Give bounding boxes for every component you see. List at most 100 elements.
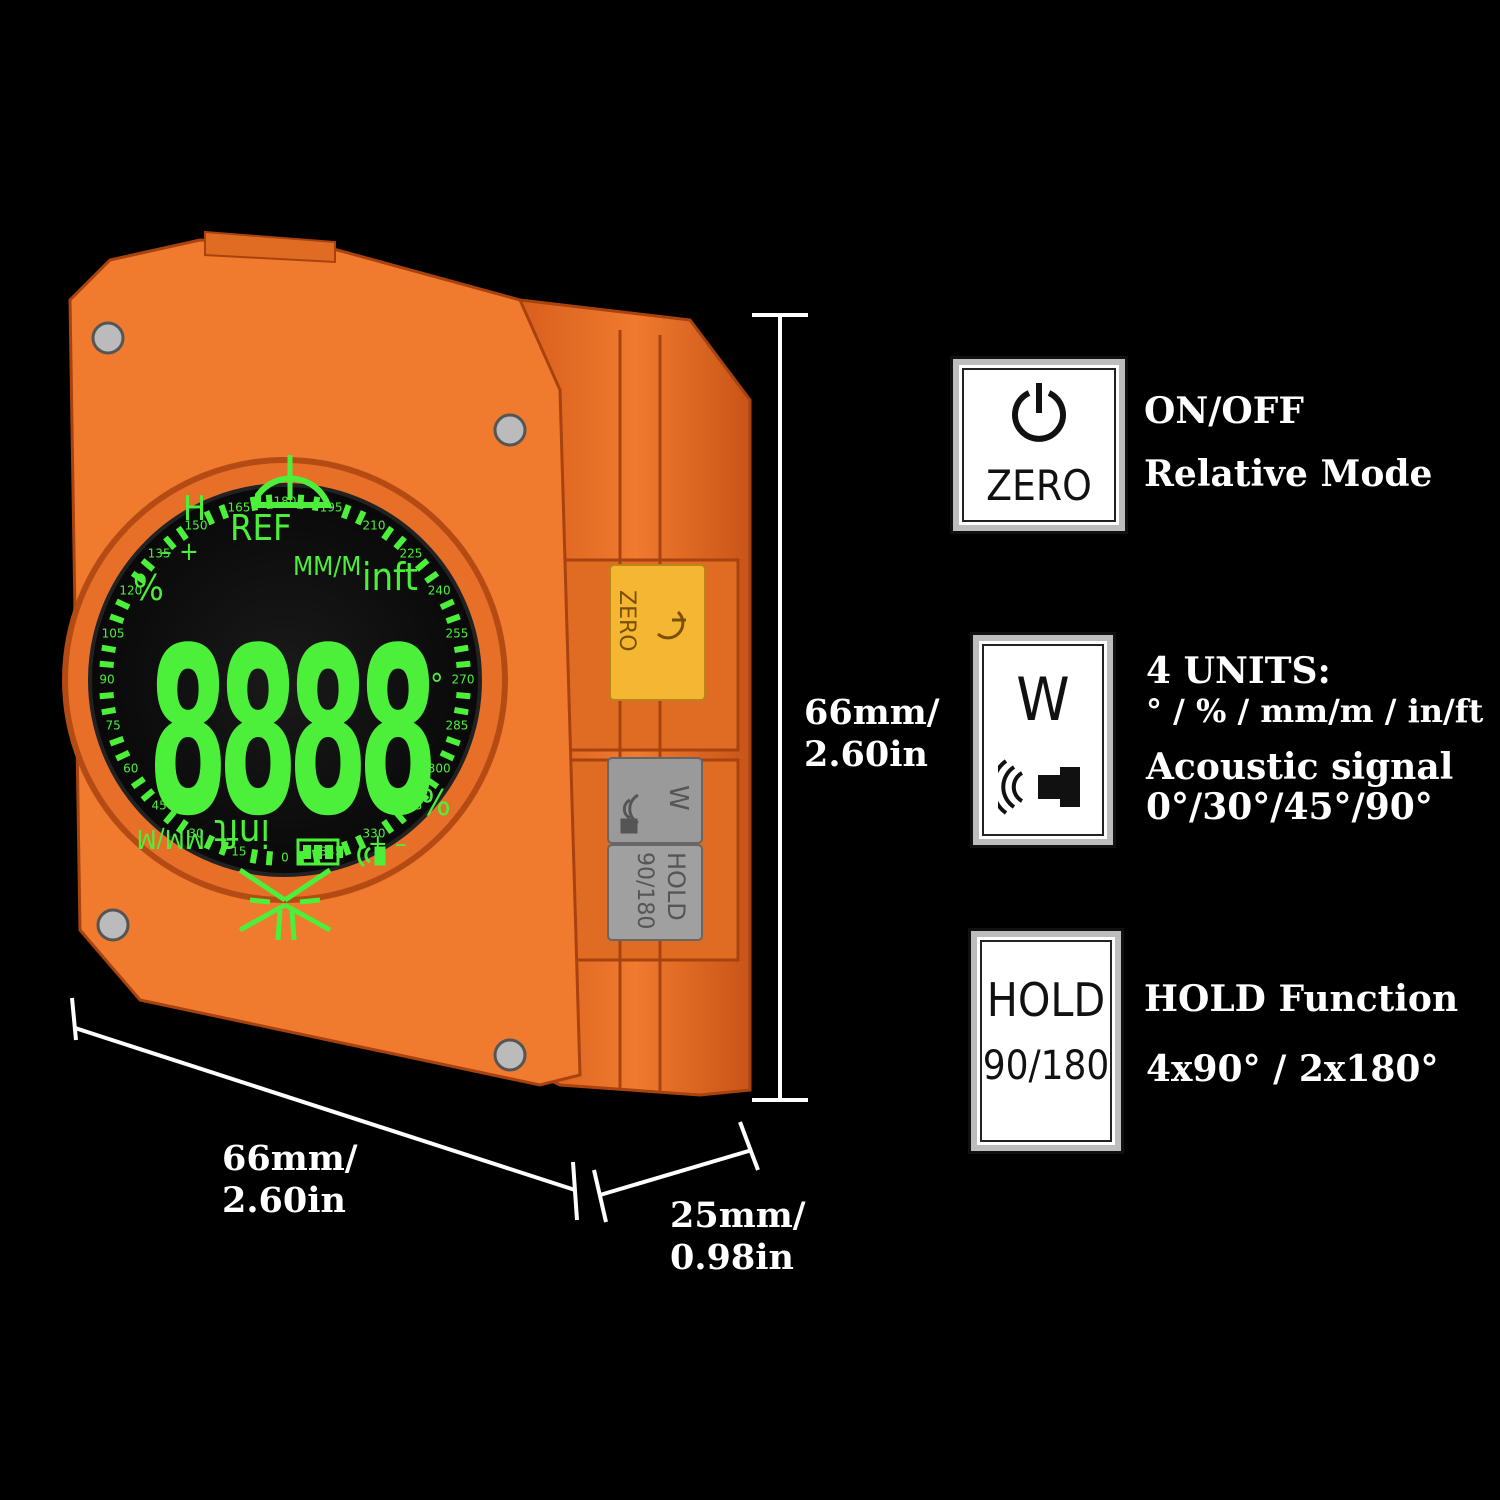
acoustic-icon (620, 793, 639, 834)
power-zero-icon: ZERO (950, 356, 1128, 534)
w-side-label: W (663, 785, 693, 811)
width-dimension-label: 66mm/ 2.60in (222, 1138, 358, 1222)
scale-label: 0 (281, 851, 289, 865)
lcd-label-inft-top: inft (362, 555, 418, 599)
scale-tick (340, 504, 352, 520)
scale-tick (249, 496, 259, 512)
lcd-percent-left: % (133, 568, 164, 609)
scale-label: 60 (123, 762, 138, 776)
feature-onoff-title: ON/OFF (1144, 390, 1304, 432)
scale-tick (439, 749, 455, 762)
hold-side-button[interactable]: HOLD 90/180 (607, 844, 703, 941)
scale-tick (175, 525, 189, 541)
scale-tick (453, 644, 469, 654)
lcd-percent-right: % (420, 783, 451, 824)
scale-tick (163, 535, 177, 551)
scale-tick (218, 504, 230, 520)
scale-tick (130, 776, 146, 790)
lcd-sign-bottom: + – (368, 829, 407, 859)
scale-label: 330 (363, 827, 386, 841)
dimension-lines (70, 313, 808, 1223)
scale-tick (101, 706, 117, 716)
feature-acoustic-title: Acoustic signal (1146, 746, 1454, 788)
hold-side-label: HOLD (662, 852, 690, 921)
device-front (62, 230, 582, 1087)
zero-side-button[interactable]: ZERO (609, 564, 706, 701)
feature-onoff-desc: Relative Mode (1144, 453, 1433, 495)
scale-tick (140, 558, 156, 572)
feature-acoustic-angles: 0°/30°/45°/90° (1146, 786, 1433, 828)
scale-label: 45 (151, 798, 166, 812)
scale-tick (249, 848, 259, 864)
scale-label: 210 (363, 518, 386, 532)
scale-label: 255 (445, 626, 468, 640)
power-zero-icon-text: ZERO (986, 461, 1092, 510)
scale-label: 315 (399, 798, 422, 812)
scale-tick (381, 819, 395, 835)
lcd-label-inft-bottom: inft (214, 811, 270, 855)
scale-tick (109, 735, 125, 747)
feature-hold-desc: 4x90° / 2x180° (1146, 1048, 1439, 1090)
lcd-label-ref: REF (230, 508, 292, 549)
power-icon (656, 610, 686, 640)
scale-tick (101, 644, 117, 654)
scale-tick (163, 809, 177, 825)
scale-label: 300 (428, 762, 451, 776)
scale-tick (354, 510, 367, 526)
w-acoustic-icon: W (970, 632, 1116, 848)
w-side-button[interactable]: W (607, 757, 703, 844)
depth-mm: 25mm/ (670, 1195, 806, 1236)
height-dimension-label: 66mm/ 2.60in (804, 692, 940, 776)
scale-label: 135 (148, 547, 171, 561)
scale-tick (115, 598, 131, 611)
scale-tick (381, 525, 395, 541)
height-mm: 66mm/ (804, 692, 940, 733)
lcd-sign-top: – + (160, 537, 199, 567)
scale-tick (445, 735, 461, 747)
lcd-degree: ° (430, 668, 444, 703)
scale-tick (203, 834, 216, 850)
scale-tick (453, 706, 469, 716)
feature-hold-title: HOLD Function (1144, 978, 1459, 1020)
scale-label: 240 (428, 584, 451, 598)
scale-tick (445, 613, 461, 625)
scale-label: 90 (99, 673, 114, 687)
level-arc-icon (255, 475, 333, 508)
scale-tick (203, 510, 216, 526)
scale-tick (439, 598, 455, 611)
lcd-indicators: H REF MM/M inft – + % 8888 ° % + – inft … (133, 455, 451, 941)
scale-tick (265, 851, 273, 866)
screws (91, 321, 527, 1072)
scale-tick (115, 749, 131, 762)
scale-tick (414, 788, 430, 802)
bubble-burst-icon (238, 867, 332, 941)
lcd-label-h: H (183, 489, 206, 529)
scale-tick (99, 692, 114, 700)
scale-label: 165 (227, 501, 250, 515)
scale-label: 150 (185, 518, 208, 532)
scale-tick (175, 819, 189, 835)
feature-units-title: 4 UNITS: (1146, 650, 1331, 692)
depth-in: 0.98in (670, 1237, 794, 1278)
scale-tick (424, 570, 440, 584)
scale-label: 30 (188, 827, 203, 841)
height-in: 2.60in (804, 734, 928, 775)
scale-tick (393, 535, 407, 551)
scale-tick (340, 840, 352, 856)
feature-units-list: ° / % / mm/m / in/ft (1146, 692, 1484, 730)
scale-tick (130, 570, 146, 584)
scale-tick (424, 776, 440, 790)
scale-tick (456, 660, 471, 668)
scale-tick (140, 788, 156, 802)
lcd-digits: 8888 (148, 600, 431, 867)
hold-icon-text: HOLD (986, 973, 1106, 1027)
lcd-label-mmm-top: MM/M (293, 552, 361, 582)
hold-icon: HOLD 90/180 (968, 928, 1124, 1154)
scale-label: 75 (105, 719, 120, 733)
width-in: 2.60in (222, 1180, 346, 1221)
width-mm: 66mm/ (222, 1138, 358, 1179)
acoustic-signal-icon (998, 759, 1080, 815)
hold-icon-sub: 90/180 (982, 1043, 1110, 1089)
scale-tick (414, 558, 430, 572)
